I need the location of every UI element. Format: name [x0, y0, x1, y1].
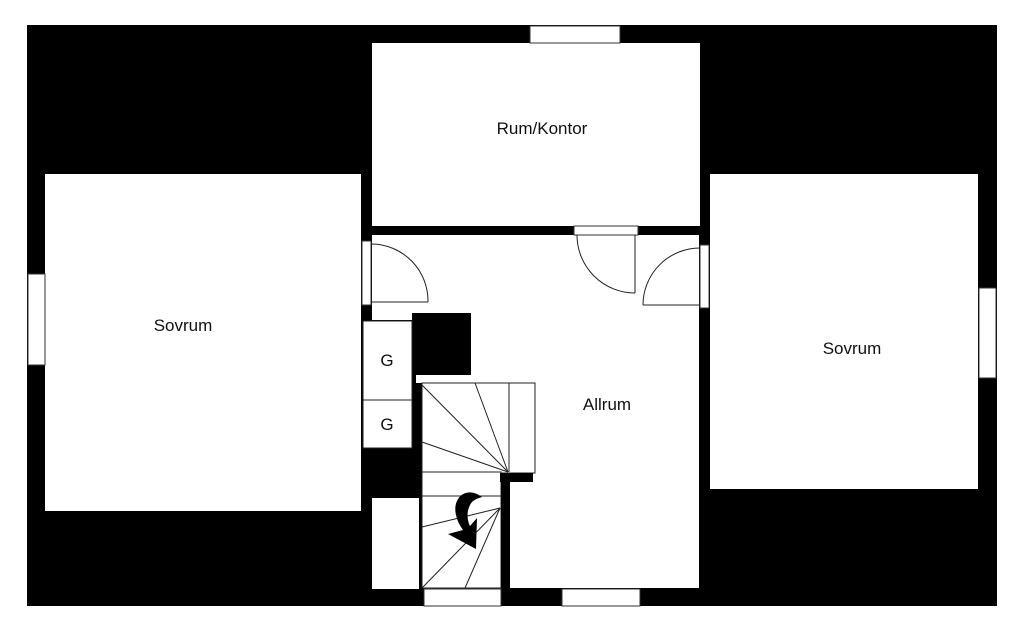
label-closet-lower: G — [380, 415, 393, 434]
staircase — [421, 382, 536, 589]
window-bottom-left — [423, 588, 502, 607]
label-sovrum-left: Sovrum — [154, 316, 213, 335]
label-sovrum-right: Sovrum — [823, 339, 882, 358]
window-right — [978, 287, 997, 379]
room-sovrum-right — [710, 174, 978, 489]
label-allrum: Allrum — [583, 395, 631, 414]
window-top — [529, 25, 621, 44]
window-left — [27, 273, 46, 366]
room-rum-kontor — [372, 43, 700, 226]
door-rum-kontor — [573, 225, 639, 294]
door-sovrum-right — [642, 244, 710, 309]
label-rum-kontor: Rum/Kontor — [497, 119, 588, 138]
room-sovrum-left — [45, 174, 361, 511]
closet-lower — [362, 399, 413, 449]
label-closet-upper: G — [380, 351, 393, 370]
door-sovrum-left — [361, 240, 429, 306]
window-bottom-right — [561, 588, 641, 607]
curved-arrow-down-icon — [448, 492, 482, 549]
storage-small — [372, 498, 419, 589]
